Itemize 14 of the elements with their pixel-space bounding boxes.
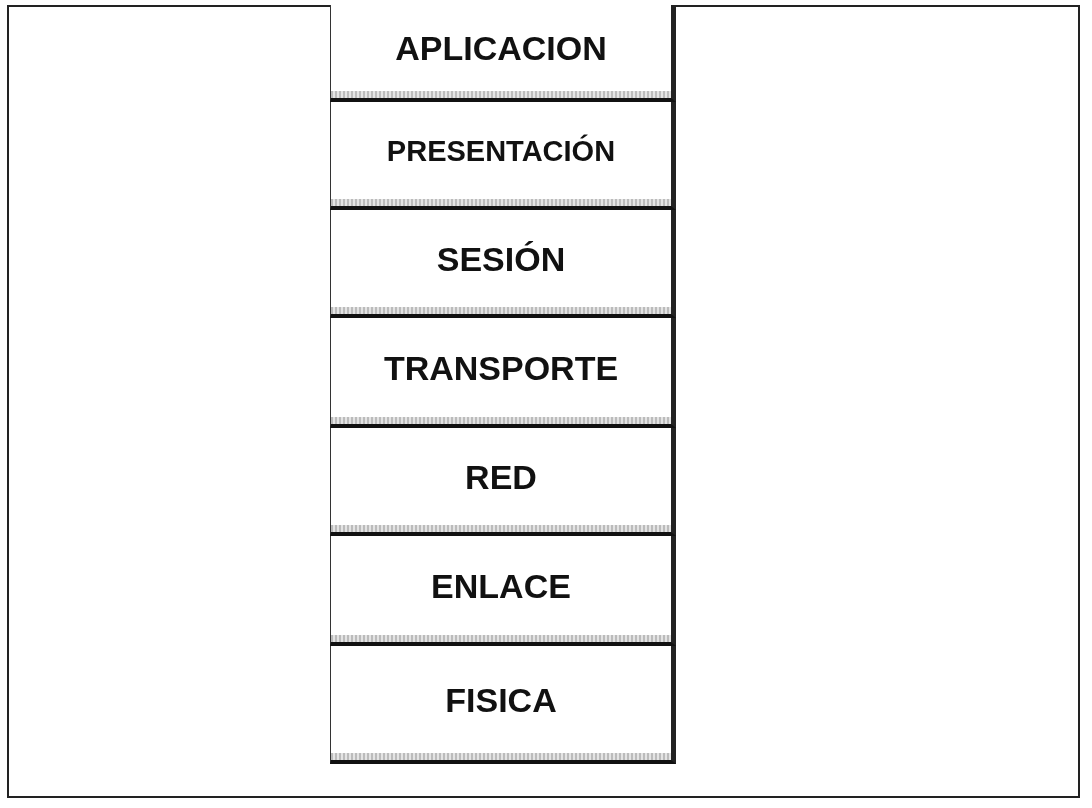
layer-box: [330, 646, 676, 764]
layer-label: APLICACION: [395, 29, 607, 68]
layer-box: [330, 210, 676, 318]
layer-label: RED: [465, 457, 537, 497]
layer-box: [330, 102, 676, 210]
layer-label: TRANSPORTE: [383, 348, 619, 388]
layer-label: SESIÓN: [436, 239, 566, 279]
layer-label: ENLACE: [431, 566, 571, 606]
layer-box: [330, 536, 676, 646]
layer-label: FISICA: [445, 680, 557, 720]
layer-box: [330, 5, 676, 102]
layer-box: [330, 428, 676, 536]
layer-box: [330, 318, 676, 428]
layer-label: PRESENTACIÓN: [386, 134, 616, 168]
